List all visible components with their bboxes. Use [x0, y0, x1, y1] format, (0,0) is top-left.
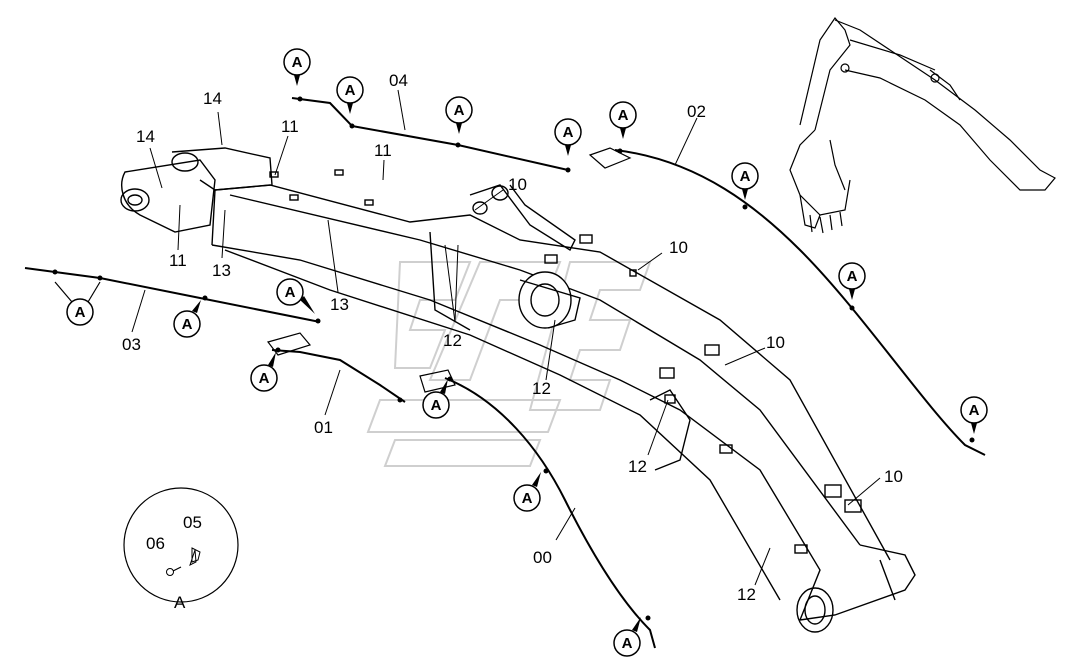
label-03: 03	[122, 335, 141, 354]
svg-text:A: A	[259, 370, 270, 387]
callout-a: A	[609, 101, 637, 139]
svg-text:A: A	[285, 284, 296, 301]
svg-text:A: A	[622, 635, 633, 652]
svg-text:A: A	[563, 124, 574, 141]
label-12: 12	[532, 379, 551, 398]
svg-text:A: A	[345, 82, 356, 99]
part-labels: 14 14 11 11 11 13 13 04 02 10 10 10 10 1…	[122, 71, 903, 604]
svg-text:A: A	[182, 316, 193, 333]
label-00: 00	[533, 548, 552, 567]
svg-text:A: A	[522, 490, 533, 507]
callout-a: A	[173, 300, 201, 338]
callout-a: A	[613, 617, 641, 657]
callout-a: A	[54, 281, 101, 326]
svg-text:A: A	[618, 107, 629, 124]
label-13: 13	[212, 261, 231, 280]
svg-text:A: A	[969, 402, 980, 419]
boom-structure	[120, 147, 916, 633]
label-10: 10	[884, 467, 903, 486]
svg-text:A: A	[431, 397, 442, 414]
label-04: 04	[389, 71, 408, 90]
brackets	[266, 147, 632, 393]
leader-lines	[131, 89, 881, 586]
callout-a: A	[336, 76, 364, 114]
detail-view-label: A	[174, 593, 186, 612]
callout-a: A	[422, 379, 450, 419]
label-11: 11	[281, 117, 299, 136]
callout-a: A	[283, 48, 311, 86]
svg-text:A: A	[292, 54, 303, 71]
callout-a: A	[731, 162, 759, 200]
hose-04	[291, 97, 569, 171]
detail-view-a: 05 06 A	[123, 487, 239, 612]
svg-text:A: A	[740, 168, 751, 185]
detail-label-06: 06	[146, 534, 165, 553]
callout-a: A	[838, 262, 866, 300]
label-02: 02	[687, 102, 706, 121]
hose-02	[614, 149, 986, 456]
label-10: 10	[766, 333, 785, 352]
svg-text:A: A	[75, 304, 86, 321]
label-11: 11	[169, 251, 187, 270]
label-01: 01	[314, 418, 333, 437]
label-14: 14	[203, 89, 222, 108]
label-10: 10	[508, 175, 527, 194]
callout-a: A	[276, 278, 315, 314]
label-12: 12	[628, 457, 647, 476]
watermark-logo	[366, 261, 652, 467]
callout-a: A	[250, 352, 278, 392]
label-12: 12	[737, 585, 756, 604]
callout-a: A	[554, 118, 582, 156]
callout-a: A	[513, 472, 541, 512]
label-13: 13	[330, 295, 349, 314]
svg-text:A: A	[847, 268, 858, 285]
excavator-inset	[789, 17, 1056, 234]
hose-00	[444, 377, 656, 649]
callout-a: A	[445, 96, 473, 134]
svg-text:A: A	[454, 102, 465, 119]
callouts: A A A A A A A	[54, 48, 988, 657]
callout-a: A	[960, 396, 988, 434]
label-11: 11	[374, 141, 392, 160]
hose-clamps	[52, 96, 975, 621]
label-14: 14	[136, 127, 155, 146]
label-12: 12	[443, 331, 462, 350]
detail-label-05: 05	[183, 513, 202, 532]
label-10: 10	[669, 238, 688, 257]
